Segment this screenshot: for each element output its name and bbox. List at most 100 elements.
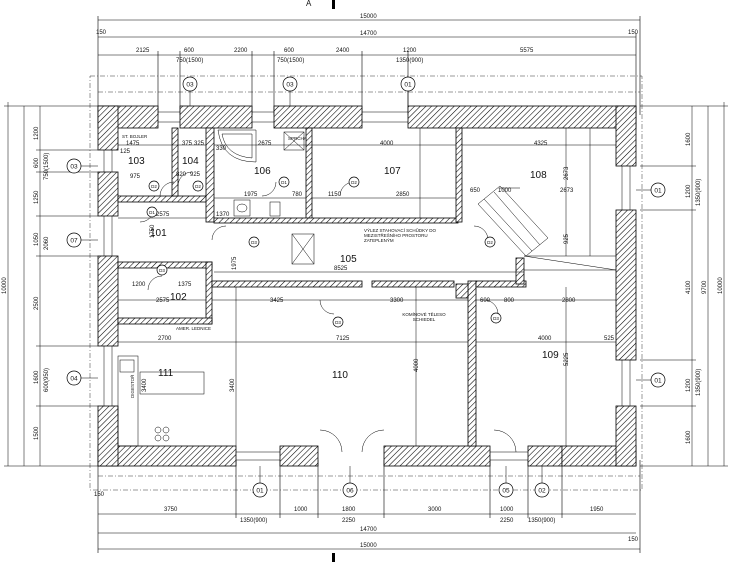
top-outer-dim: 15000 [360,14,377,20]
svg-text:D2: D2 [351,180,357,185]
idim-8: 330 [216,146,227,152]
svg-text:D2: D2 [151,184,157,189]
svg-text:D3: D3 [493,316,499,321]
idim-21: 925 [564,233,570,244]
svg-text:D1: D1 [149,210,155,215]
left-seg-2: 600 [34,157,40,168]
room-107: 107 [384,166,401,177]
window-tag-03-a: 03 [182,76,198,92]
window-tag-01-c: 01 [650,372,666,388]
window-tag-02: 02 [534,482,550,498]
left-sub-3: 600(950) [44,368,50,392]
idim-1: 125 [120,149,131,155]
left-outer-dim: 10000 [2,277,8,294]
idim-24: 1750 [150,224,156,238]
right-seg-5: 1600 [686,430,692,444]
idim-20: 1000 [498,188,512,194]
left-seg-3: 1250 [34,190,40,204]
idim-6: 820 [176,172,187,178]
bottom-seg-5: 3000 [428,507,442,513]
room-110: 110 [332,370,348,381]
room-labels: 103 104 106 107 108 101 105 102 110 111 … [128,156,559,381]
idim-9: 2675 [258,141,272,147]
idim-18: 2673 [560,188,574,194]
svg-text:03: 03 [70,164,78,171]
window-tag-01-a: 01 [400,76,416,92]
top-seg-2: 600 [184,48,195,54]
idim-35: 7125 [336,336,350,342]
shower-note: SPRCHA [288,136,307,141]
svg-text:01: 01 [404,82,412,89]
svg-text:D3: D3 [251,240,257,245]
bottom-seg-4: 1800 [342,507,356,513]
svg-text:D3: D3 [335,320,341,325]
idim-25: 8525 [334,266,348,272]
bottom-sub-2: 2250 [342,518,356,524]
svg-text:01: 01 [654,378,662,385]
window-tag-01-d: 01 [252,482,268,498]
left-seg-1: 1200 [34,126,40,140]
idim-2: 1475 [126,141,140,147]
bottom-dimensions: 3750 1200 1000 1800 3000 1000 1950 1350(… [94,460,641,553]
top-seg-5: 2400 [336,48,350,54]
idim-29: 3425 [270,298,284,304]
top-sub-1: 750(1500) [176,58,203,64]
idim-14: 780 [292,192,303,198]
door-tag-7: D3 [156,264,168,276]
top-seg-7: 5575 [520,48,534,54]
exterior-walls [97,105,637,467]
room-106: 106 [254,166,271,177]
section-marks: A [306,0,335,562]
room-109: 109 [542,350,559,361]
attic-hatch [291,233,315,265]
left-dimensions: 10000 1200 600 1250 1050 2500 1600 1500 … [2,102,98,467]
svg-text:150: 150 [628,30,639,36]
roof-outline [89,75,643,491]
idim-26: 1200 [132,282,146,288]
left-seg-6: 1600 [34,370,40,384]
right-seg-3: 4100 [686,280,692,294]
bottom-sub-1: 1350(900) [240,518,267,524]
idim-41: 3400 [230,378,236,392]
top-seg-4: 600 [284,48,295,54]
door-tags: D1 D1 D2 D2 D2 D3 D3 D3 D2 D3 [146,176,502,328]
svg-text:01: 01 [654,188,662,195]
svg-text:D2: D2 [195,184,201,189]
door-tag-8: D3 [332,316,344,328]
left-seg-4: 1050 [34,232,40,246]
idim-12: 2575 [156,212,170,218]
svg-text:02: 02 [538,488,546,495]
svg-text:01: 01 [256,488,264,495]
top-dimensions: 15000 14700 2125 600 2200 600 2400 1200 … [96,14,641,115]
right-inner-dim: 10000 [718,277,724,294]
room-105: 105 [340,254,357,265]
bottom-sub-4: 1350(900) [528,518,555,524]
svg-text:07: 07 [70,238,78,245]
left-sub-2: 2060 [44,236,50,250]
door-tag-6: D3 [248,236,260,248]
idim-33: 2800 [562,298,576,304]
idim-40: 3400 [142,378,148,392]
door-tag-1: D1 [146,206,158,218]
hood-note: DIGESTOŘ [128,374,135,398]
window-tag-04: 04 [66,370,82,386]
door-tag-4: D2 [192,180,204,192]
idim-22: 1975 [232,256,238,270]
boiler-note: ST. BOJLER [122,134,148,139]
idim-31: 600 [480,298,491,304]
idim-19: 650 [470,188,481,194]
idim-11: 4325 [534,141,548,147]
svg-text:150: 150 [94,492,105,498]
window-tag-03-c: 03 [66,158,82,174]
room-104: 104 [182,156,199,167]
idim-5: 375 [182,141,193,147]
right-dimensions: 1600 1200 4100 1200 1600 1350(900) 1350(… [640,102,728,467]
bottom-seg-7: 1950 [590,507,604,513]
svg-text:03: 03 [186,82,194,89]
bottom-outer-dim: 15000 [360,543,377,549]
window-tag-07: 07 [66,232,82,248]
svg-text:D2: D2 [487,240,493,245]
svg-text:06: 06 [346,488,354,495]
svg-text:150: 150 [96,30,107,36]
